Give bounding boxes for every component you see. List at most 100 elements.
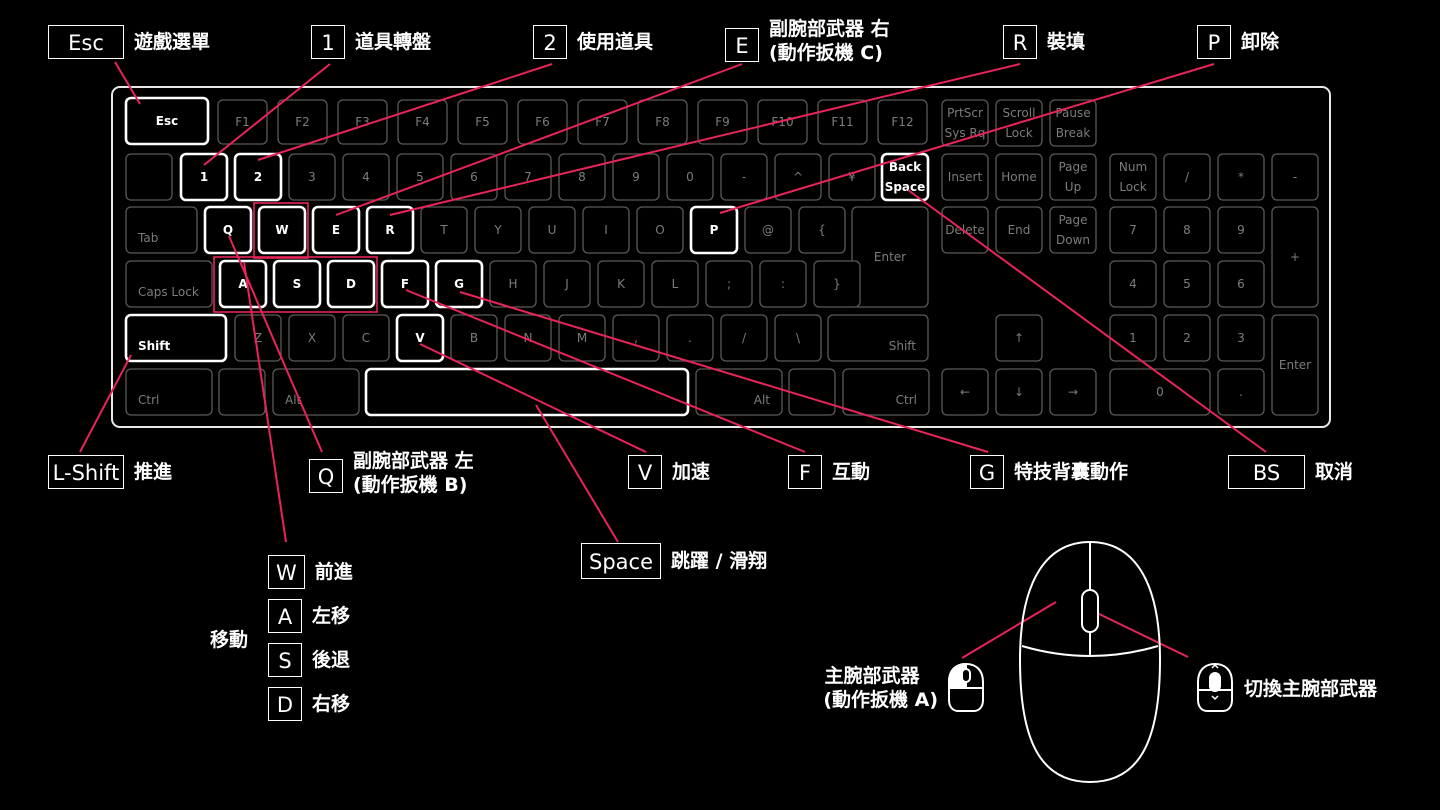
key-left-ctrl-label: Ctrl	[138, 393, 159, 407]
key-left-shift-label: Shift	[138, 339, 171, 353]
key-num-0: 0	[1109, 368, 1211, 416]
key-left-alt: Alt	[272, 368, 360, 416]
key-num-3-label: 3	[1237, 331, 1245, 345]
line-e	[335, 63, 743, 216]
label-bs: BS 取消	[1228, 455, 1353, 489]
r-action: 裝填	[1047, 31, 1086, 53]
key-num-9-label: 9	[1237, 223, 1245, 237]
key-end: End	[995, 206, 1043, 254]
key-num-op-1-label: /	[1185, 170, 1190, 184]
key-numlock-label-1: Num	[1119, 160, 1147, 174]
key-9-label: 9	[632, 170, 640, 184]
key-num-1-label: 1	[1129, 331, 1137, 345]
key-f-badge: F	[788, 455, 822, 489]
key-sym-label: -	[742, 170, 746, 184]
key-g-label: G	[454, 277, 464, 291]
key-i: I	[582, 206, 630, 254]
key-sym-label: \	[796, 331, 801, 345]
mouse-body	[1018, 540, 1162, 784]
key-f5-label: F5	[475, 115, 490, 129]
key-right-ctrl-label: Ctrl	[896, 393, 917, 407]
label-lshift: L-Shift 推進	[48, 455, 172, 489]
key-num-enter: Enter	[1271, 314, 1319, 416]
key-u: U	[528, 206, 576, 254]
key-r-label: R	[385, 223, 394, 237]
key-s: S	[272, 259, 322, 309]
mouse-button-divider	[1021, 645, 1159, 657]
label-g: G 特技背囊動作	[970, 455, 1128, 489]
key-page-up-label-1: Page	[1058, 160, 1087, 174]
key-e-label: E	[332, 223, 340, 237]
key-d-label: D	[346, 277, 356, 291]
movement-a: A 左移	[268, 599, 350, 633]
key-num-8: 8	[1163, 206, 1211, 254]
key-arrow-up-label: ↑	[1014, 331, 1024, 345]
mouse-left-label: 主腕部武器 (動作扳機 A)	[806, 664, 938, 712]
key-f6-label: F6	[535, 115, 550, 129]
key-1-badge: 1	[311, 25, 345, 59]
label-r: R 裝填	[1003, 25, 1085, 59]
key-q-label: Q	[223, 223, 233, 237]
key-num-9: 9	[1217, 206, 1265, 254]
key-d-badge: D	[268, 687, 302, 721]
key-num-3: 3	[1217, 314, 1265, 362]
key-1-action: 道具轉盤	[355, 31, 432, 53]
key-right-alt-label: Alt	[754, 393, 771, 407]
key-tab: Tab	[125, 206, 198, 254]
key-z-label: Z	[254, 331, 262, 345]
key-u-label: U	[548, 223, 557, 237]
key-space-badge: Space	[581, 543, 661, 579]
key-h-label: H	[508, 277, 517, 291]
key-left-shift: Shift	[124, 313, 228, 363]
q-action-line2: (動作扳機 B)	[353, 474, 468, 496]
key-2-badge: 2	[533, 25, 567, 59]
key-f12-label: F12	[891, 115, 913, 129]
key-sym: ;	[705, 260, 753, 308]
key-z: Z	[234, 314, 282, 362]
key-insert: Insert	[941, 153, 989, 201]
key-b-label: B	[470, 331, 478, 345]
key-blank	[125, 153, 173, 201]
key-num-2-label: 2	[1183, 331, 1191, 345]
line-space	[535, 404, 619, 543]
key-backspace-label-2: Space	[885, 180, 926, 194]
key-3: 3	[288, 153, 336, 201]
key-t-label: T	[439, 223, 448, 237]
key-0-label: 0	[686, 170, 694, 184]
key-sym: :	[759, 260, 807, 308]
v-action: 加速	[672, 461, 711, 483]
line-mouse-wheel	[1094, 611, 1189, 658]
key-p: P	[689, 205, 739, 255]
key-o-label: O	[655, 223, 664, 237]
key-w: W	[257, 205, 307, 255]
key-f7-label: F7	[595, 115, 610, 129]
key-sym: ¥	[828, 153, 876, 201]
line-2	[257, 63, 553, 161]
key-num-5-label: 5	[1183, 277, 1191, 291]
movement-title: 移動	[210, 629, 249, 651]
key-num-dot-label: .	[1239, 385, 1243, 399]
key-p-label: P	[710, 223, 719, 237]
q-action-line1: 副腕部武器 左	[353, 450, 474, 472]
key-t: T	[420, 206, 468, 254]
key-sym: \	[774, 314, 822, 362]
line-lshift	[79, 354, 132, 453]
key-f1-label: F1	[235, 115, 250, 129]
key-f1: F1	[217, 99, 268, 145]
label-esc: Esc 遊戲選單	[48, 25, 210, 59]
key-esc-label: Esc	[156, 114, 178, 128]
key-sym-label: ¥	[848, 170, 856, 184]
key-num-dot: .	[1217, 368, 1265, 416]
key-bs-badge: BS	[1228, 455, 1305, 489]
key-sym-label: {	[818, 223, 826, 237]
key-pause-break-label-1: Pause	[1055, 106, 1090, 120]
key-blank-bottom-2	[788, 368, 836, 416]
key-e: E	[311, 205, 361, 255]
movement-s: S 後退	[268, 643, 350, 677]
key-num-enter-label: Enter	[1279, 358, 1311, 372]
movement-d: D 右移	[268, 687, 350, 721]
key-pause-break-label-2: Break	[1056, 126, 1091, 140]
e-action-line1: 副腕部武器 右	[769, 18, 890, 40]
